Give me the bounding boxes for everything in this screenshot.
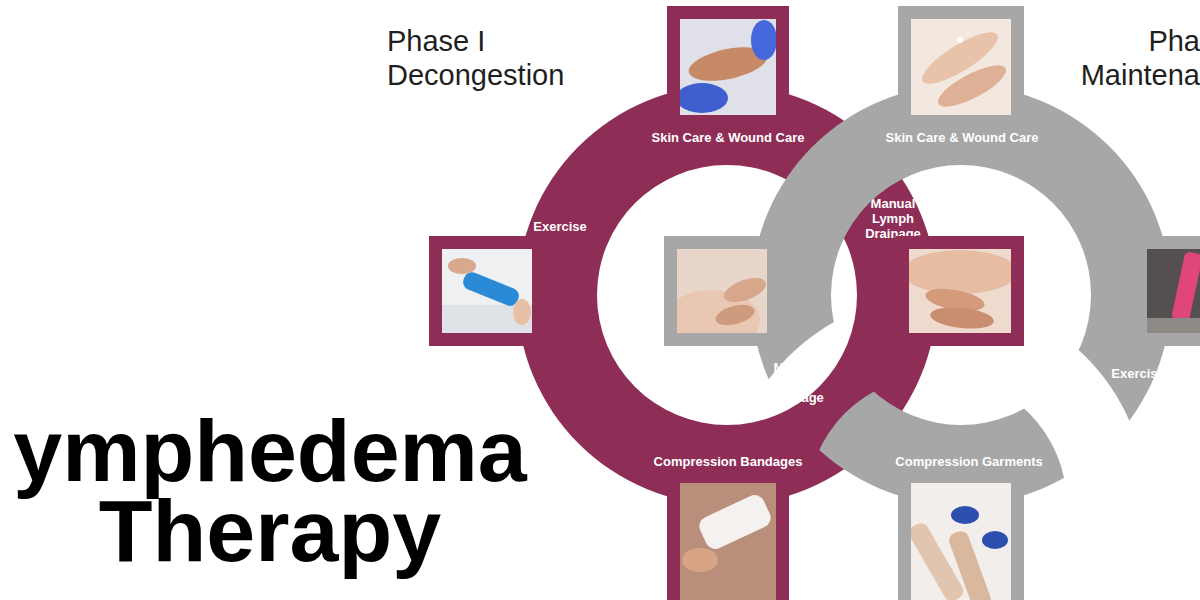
component-label: Compression Bandages [654, 454, 803, 469]
phase-ring: Pha MaintenaSkin Care & Wound CareManual… [751, 85, 1171, 505]
phase-heading: Pha Maintena [1070, 24, 1200, 92]
cast-shape [461, 270, 522, 308]
cream-dot [957, 37, 963, 43]
glove-shape [951, 506, 979, 524]
ring-band [751, 85, 1171, 505]
hand-shape [916, 24, 1004, 93]
sock-shape [1171, 251, 1200, 323]
component-label: Skin Care & Wound Care [652, 130, 805, 145]
phase-heading: Phase I Decongestion [387, 24, 597, 92]
hand-shape [448, 258, 476, 274]
ring-shape [751, 85, 1171, 505]
hand-shape [929, 305, 995, 332]
component-label: Skin Care & Wound Care [886, 130, 1039, 145]
shoulder-shape [677, 290, 760, 333]
leg-shape [911, 520, 966, 600]
hand-shape [686, 41, 770, 87]
component-label: Manual Lymph Drainage [761, 360, 831, 405]
diagram-title: ymphedema Therapy [0, 411, 540, 571]
glove-shape [982, 531, 1008, 549]
leg-shape [947, 529, 993, 600]
component-label: Exercise [1111, 366, 1165, 381]
glove-shape [751, 20, 776, 60]
hand-shape [713, 301, 756, 329]
component-label: Compression Garments [895, 454, 1042, 469]
component-label: Exercise [533, 219, 587, 234]
hand-shape [682, 548, 718, 572]
